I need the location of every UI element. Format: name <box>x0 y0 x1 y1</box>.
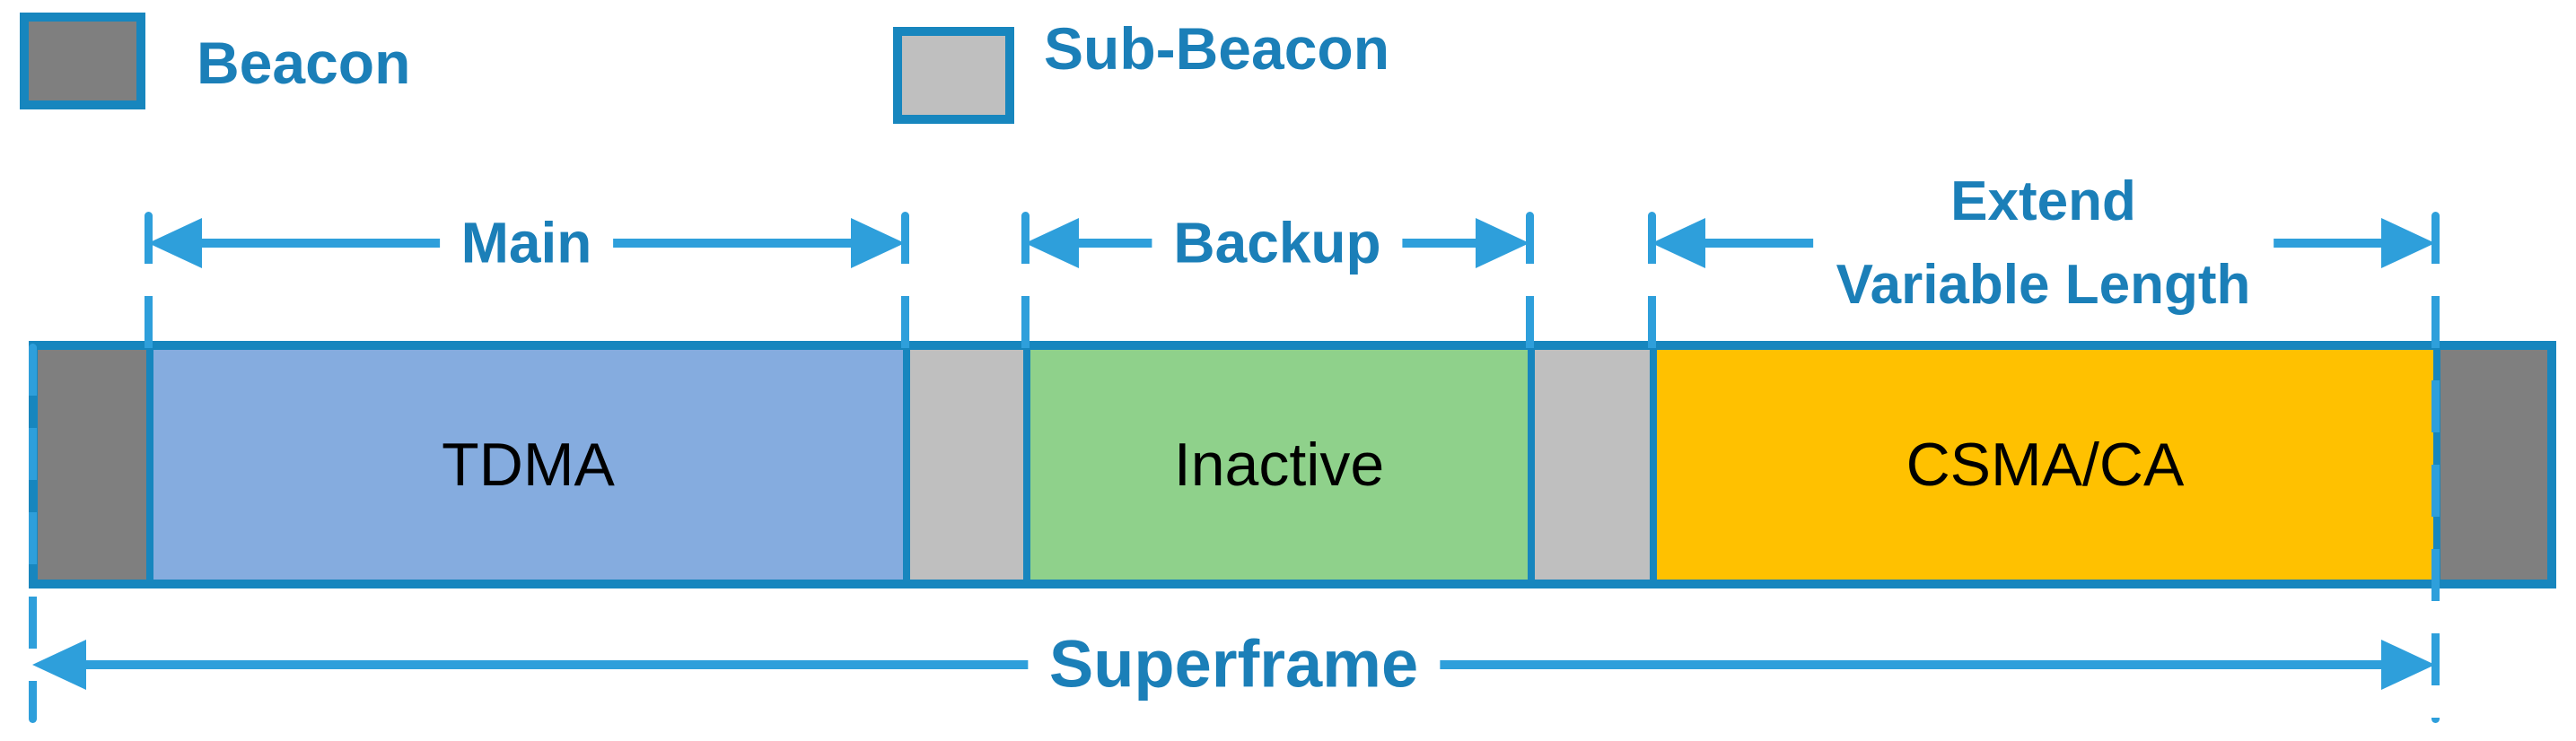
legend-beacon-label: Beacon <box>197 30 411 96</box>
dimension-arrow-main: Main <box>148 208 905 278</box>
extend-label-line2: Variable Length <box>1836 254 2251 316</box>
arrow-shaft: Main <box>202 208 851 278</box>
sub-beacon-1-segment <box>903 350 1023 580</box>
main-label: Main <box>439 208 614 278</box>
beacon-start-segment <box>38 350 146 580</box>
arrowhead-right-icon <box>1476 218 1529 268</box>
inactive-segment: Inactive <box>1023 350 1528 580</box>
tick-backup-right <box>1526 212 1534 352</box>
tick-backup-left <box>1021 212 1030 352</box>
arrowhead-left-icon <box>1652 218 1705 268</box>
dimension-arrow-backup: Backup <box>1025 208 1529 278</box>
arrow-shaft: Backup <box>1079 208 1476 278</box>
sub-beacon-2-segment <box>1528 350 1650 580</box>
arrowhead-right-icon <box>2381 640 2435 690</box>
tdma-segment: TDMA <box>146 350 903 580</box>
arrowhead-right-icon <box>2381 218 2435 268</box>
tick-main-left <box>145 212 153 352</box>
legend-beacon-swatch <box>20 13 145 109</box>
extend-label: Extend Variable Length <box>1812 160 2274 327</box>
backup-label: Backup <box>1152 208 1403 278</box>
arrowhead-left-icon <box>32 640 86 690</box>
arrowhead-left-icon <box>148 218 202 268</box>
arrowhead-left-icon <box>1025 218 1079 268</box>
arrow-shaft: Extend Variable Length <box>1705 160 2381 327</box>
superframe-label: Superframe <box>1027 624 1441 705</box>
tick-extend-right <box>2431 212 2440 723</box>
legend-sub-beacon-swatch <box>893 27 1014 124</box>
arrowhead-right-icon <box>851 218 905 268</box>
legend-sub-beacon-label: Sub-Beacon <box>1044 15 1390 82</box>
superframe-bar: TDMA Inactive CSMA/CA <box>29 341 2556 588</box>
csma-label: CSMA/CA <box>1906 431 2185 499</box>
tdma-label: TDMA <box>442 431 615 499</box>
arrow-shaft: Superframe <box>86 624 2381 705</box>
dimension-arrow-superframe: Superframe <box>32 624 2435 705</box>
inactive-label: Inactive <box>1173 431 1385 499</box>
beacon-end-segment <box>2433 350 2547 580</box>
extend-label-line1: Extend <box>1950 170 2136 232</box>
tick-superframe-left <box>29 344 37 723</box>
dimension-arrow-extend: Extend Variable Length <box>1652 160 2435 327</box>
tick-main-right <box>901 212 909 352</box>
tick-extend-left <box>1648 212 1656 352</box>
csma-segment: CSMA/CA <box>1650 350 2433 580</box>
